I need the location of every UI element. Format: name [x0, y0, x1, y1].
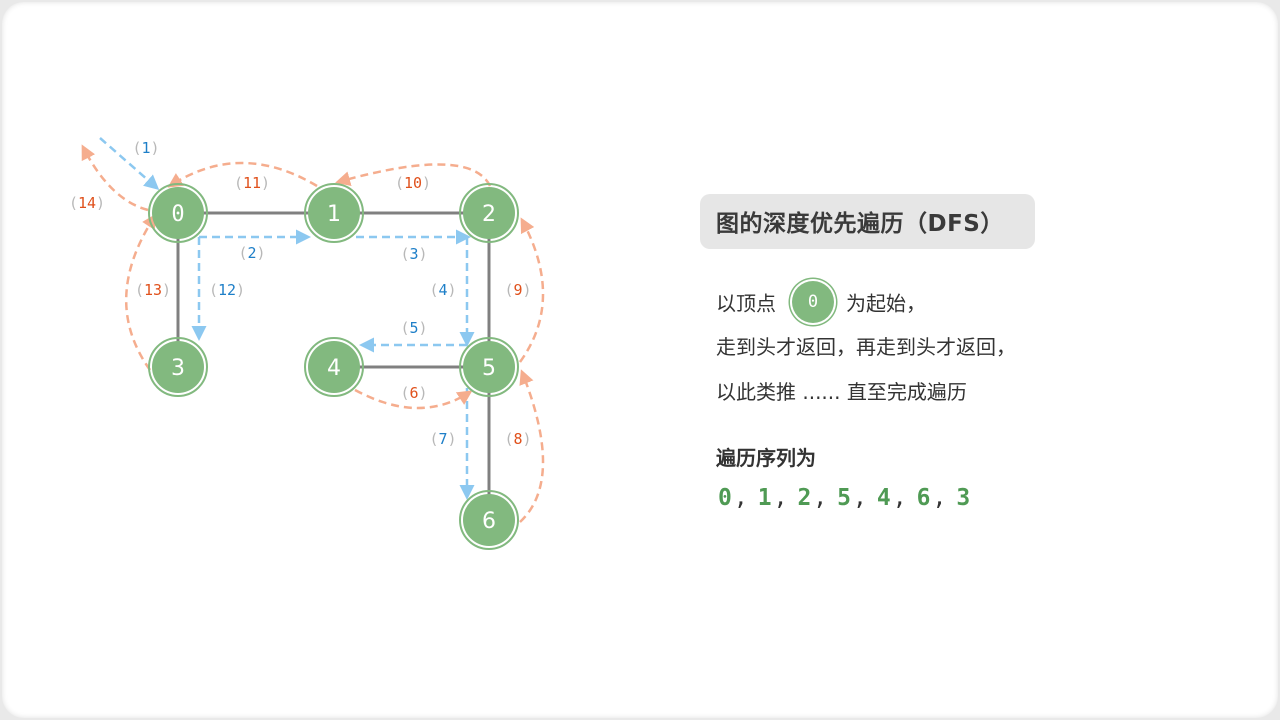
description-line-2: 走到头才返回，再走到头才返回， [716, 335, 1016, 359]
traversal-sequence: 0,1,2,5,4,6,3 [718, 485, 971, 511]
svg-text:1: 1 [327, 202, 341, 227]
svg-text:0: 0 [171, 202, 184, 227]
step-label-11: (11) [234, 174, 270, 192]
sequence-item: 4 [876, 485, 891, 511]
description-line-3: 以此类推 ...... 直至完成遍历 [716, 380, 967, 404]
step-label-8: (8) [504, 430, 531, 448]
return-arrows [81, 144, 545, 523]
sequence-item: 2 [797, 485, 812, 511]
description-prefix: 以顶点 [716, 291, 776, 316]
sequence-title: 遍历序列为 [716, 446, 816, 470]
step-label-12: (12) [209, 281, 245, 299]
node-5: 5 [459, 337, 519, 397]
sequence-item: 0 [718, 485, 732, 511]
step-label-1: (1) [132, 139, 159, 157]
sequence-item: 6 [916, 485, 931, 511]
title-background [700, 194, 1035, 249]
step-label-14: (14) [69, 194, 105, 212]
svg-text:4: 4 [327, 356, 341, 381]
step-label-5: (5) [400, 319, 427, 337]
step-label-13: (13) [135, 281, 171, 299]
arrow-step-8 [519, 369, 545, 523]
start-node-badge: 0 [792, 281, 834, 323]
node-4: 4 [304, 337, 364, 397]
node-6: 6 [459, 490, 519, 550]
step-label-9: (9) [504, 281, 531, 299]
description-line-1: 以顶点 0 为起始， [716, 281, 926, 326]
step-label-4: (4) [429, 281, 456, 299]
step-label-3: (3) [400, 245, 427, 263]
node-2: 2 [459, 183, 519, 243]
step-label-6: (6) [400, 384, 427, 402]
figure-title: 图的深度优先遍历（DFS） [716, 211, 1004, 237]
node-3: 3 [148, 337, 208, 397]
graph-nodes: 0 1 2 3 4 5 6 [148, 183, 519, 550]
node-0: 0 [148, 183, 208, 243]
svg-text:2: 2 [482, 202, 496, 227]
arrow-step-14 [81, 144, 149, 212]
step-label-7: (7) [429, 430, 456, 448]
svg-text:3: 3 [171, 356, 185, 381]
sequence-item: 1 [757, 485, 772, 511]
sequence-item: 3 [956, 485, 971, 511]
step-label-2: (2) [238, 244, 265, 262]
svg-text:6: 6 [482, 509, 496, 534]
step-labels: (1) (2) (3) (4) (5) (6) (7) (8) (9) (10)… [69, 139, 532, 448]
arrow-step-13 [125, 213, 157, 371]
arrow-step-6 [354, 388, 473, 410]
arrow-step-9 [518, 217, 545, 363]
node-1: 1 [304, 183, 364, 243]
step-label-10: (10) [395, 174, 431, 192]
description-suffix: 为起始， [846, 291, 926, 316]
svg-text:5: 5 [482, 356, 496, 381]
sequence-item: 5 [837, 485, 852, 511]
forward-arrows [99, 137, 475, 500]
arrow-step-10 [335, 163, 492, 187]
arrow-step-11 [167, 161, 318, 188]
